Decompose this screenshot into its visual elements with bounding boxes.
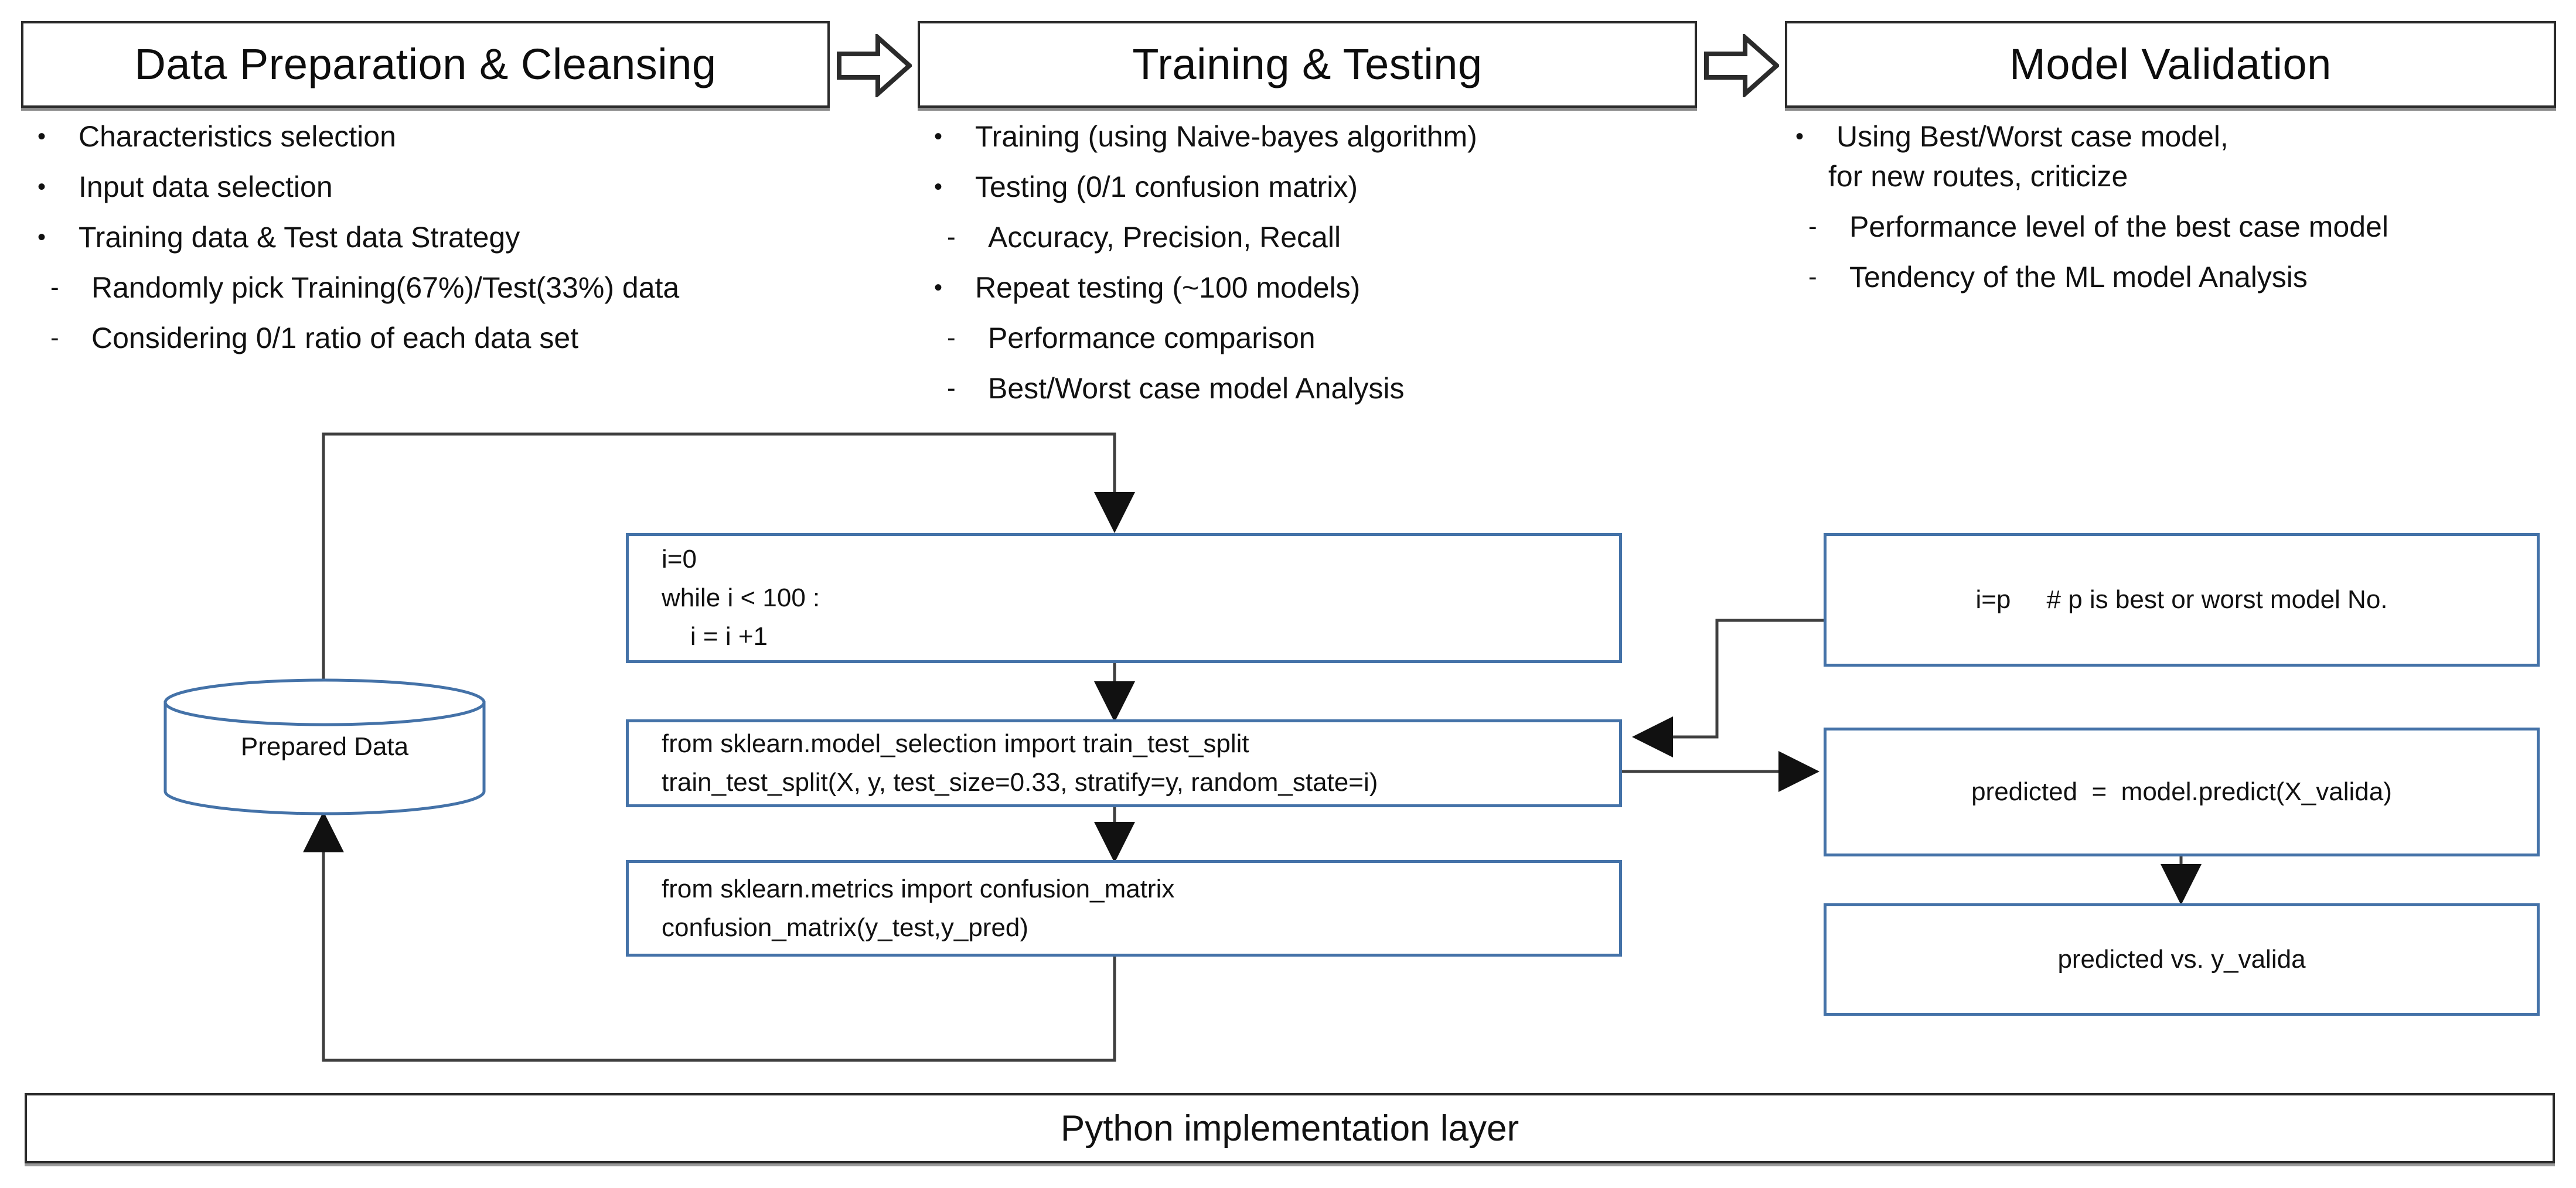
flow-box-select-model: i=p # p is best or worst model No. bbox=[1824, 533, 2540, 667]
bullet-marker: • bbox=[38, 174, 46, 200]
bullet-text: Best/Worst case model Analysis bbox=[988, 372, 1405, 405]
list-item: - Best/Worst case model Analysis bbox=[926, 370, 1735, 407]
bullet-text: Testing (0/1 confusion matrix) bbox=[975, 170, 1358, 203]
datastore-label: Prepared Data bbox=[240, 732, 409, 761]
list-item: • Training data & Test data Strategy bbox=[29, 219, 861, 255]
flow-box-predict: predicted = model.predict(X_valida) bbox=[1824, 728, 2540, 856]
bullet-marker: - bbox=[947, 323, 956, 352]
bullet-text: for new routes, criticize bbox=[1828, 160, 2128, 193]
bullet-marker: • bbox=[934, 275, 943, 301]
phase-header-model-validation: Model Validation bbox=[1785, 21, 2556, 108]
bullet-text: Considering 0/1 ratio of each data set bbox=[91, 322, 579, 354]
python-implementation-layer-label: Python implementation layer bbox=[1060, 1108, 1519, 1149]
list-item: • Input data selection bbox=[29, 169, 861, 205]
bullet-marker: - bbox=[947, 374, 956, 402]
bullet-column-training-testing: • Training (using Naive-bayes algorithm)… bbox=[926, 118, 1735, 421]
phase-title: Training & Testing bbox=[1132, 40, 1483, 88]
list-item: - Randomly pick Training(67%)/Test(33%) … bbox=[29, 269, 861, 306]
list-item: - Performance level of the best case mod… bbox=[1787, 209, 2572, 245]
flow-box-compare: predicted vs. y_valida bbox=[1824, 903, 2540, 1016]
bullet-text: Accuracy, Precision, Recall bbox=[988, 221, 1341, 254]
bullet-text: Input data selection bbox=[79, 170, 333, 203]
bullet-text: Repeat testing (~100 models) bbox=[975, 271, 1361, 304]
list-item: • Training (using Naive-bayes algorithm) bbox=[926, 118, 1735, 155]
flow-box-compare-code: predicted vs. y_valida bbox=[2057, 945, 2306, 974]
bullet-marker: • bbox=[934, 174, 943, 200]
datastore-prepared-data: Prepared Data bbox=[162, 677, 488, 817]
flow-box-loop: i=0 while i < 100 : i = i +1 bbox=[626, 533, 1622, 663]
bullet-marker: - bbox=[1808, 262, 1817, 291]
list-item: • Testing (0/1 confusion matrix) bbox=[926, 169, 1735, 205]
list-item: - Performance comparison bbox=[926, 320, 1735, 356]
list-item: • Using Best/Worst case model, bbox=[1787, 118, 2572, 155]
bullet-text: Training data & Test data Strategy bbox=[79, 221, 520, 254]
bullet-text: Characteristics selection bbox=[79, 120, 396, 153]
flow-box-loop-code: i=0 while i < 100 : i = i +1 bbox=[662, 545, 820, 651]
phase-title: Model Validation bbox=[2009, 40, 2332, 88]
flow-box-confusion-matrix-code: from sklearn.metrics import confusion_ma… bbox=[662, 874, 1175, 942]
list-item: - Considering 0/1 ratio of each data set bbox=[29, 320, 861, 356]
flow-box-train-test-split: from sklearn.model_selection import trai… bbox=[626, 719, 1622, 807]
bullet-text: Training (using Naive-bayes algorithm) bbox=[975, 120, 1477, 153]
bullet-marker: • bbox=[38, 124, 46, 149]
list-item: • Repeat testing (~100 models) bbox=[926, 269, 1735, 306]
list-item: - Accuracy, Precision, Recall bbox=[926, 219, 1735, 255]
bullet-marker: • bbox=[1795, 124, 1804, 149]
flow-box-predict-code: predicted = model.predict(X_valida) bbox=[1971, 777, 2392, 806]
python-implementation-layer: Python implementation layer bbox=[25, 1093, 2555, 1163]
wire-selectmodel-to-split bbox=[1632, 619, 1824, 757]
bullet-text: Performance comparison bbox=[988, 322, 1316, 354]
list-item: • Characteristics selection bbox=[29, 118, 861, 155]
list-item: - Tendency of the ML model Analysis bbox=[1787, 259, 2572, 295]
bullet-marker: - bbox=[1808, 212, 1817, 241]
chevron-right-icon-1 bbox=[837, 34, 912, 97]
chevron-right-icon-2 bbox=[1704, 34, 1779, 97]
bullet-marker: - bbox=[50, 273, 59, 302]
bullet-text: Using Best/Worst case model, bbox=[1836, 120, 2229, 153]
bullet-marker: - bbox=[50, 323, 59, 352]
phase-title: Data Preparation & Cleansing bbox=[134, 40, 717, 88]
bullet-marker: - bbox=[947, 223, 956, 251]
list-item: for new routes, criticize bbox=[1787, 158, 2572, 194]
bullet-column-data-preparation: • Characteristics selection • Input data… bbox=[29, 118, 861, 370]
flow-box-confusion-matrix: from sklearn.metrics import confusion_ma… bbox=[626, 860, 1622, 957]
flow-box-train-test-split-code: from sklearn.model_selection import trai… bbox=[662, 729, 1378, 797]
bullet-text: Tendency of the ML model Analysis bbox=[1849, 261, 2308, 293]
bullet-marker: • bbox=[38, 224, 46, 250]
phase-header-training-testing: Training & Testing bbox=[918, 21, 1697, 108]
phase-header-data-preparation: Data Preparation & Cleansing bbox=[21, 21, 830, 108]
flow-box-select-model-code: i=p # p is best or worst model No. bbox=[1975, 585, 2388, 614]
bullet-text: Randomly pick Training(67%)/Test(33%) da… bbox=[91, 271, 680, 304]
bullet-column-model-validation: • Using Best/Worst case model, for new r… bbox=[1787, 118, 2572, 309]
bullet-marker: • bbox=[934, 124, 943, 149]
bullet-text: Performance level of the best case model bbox=[1849, 210, 2388, 243]
